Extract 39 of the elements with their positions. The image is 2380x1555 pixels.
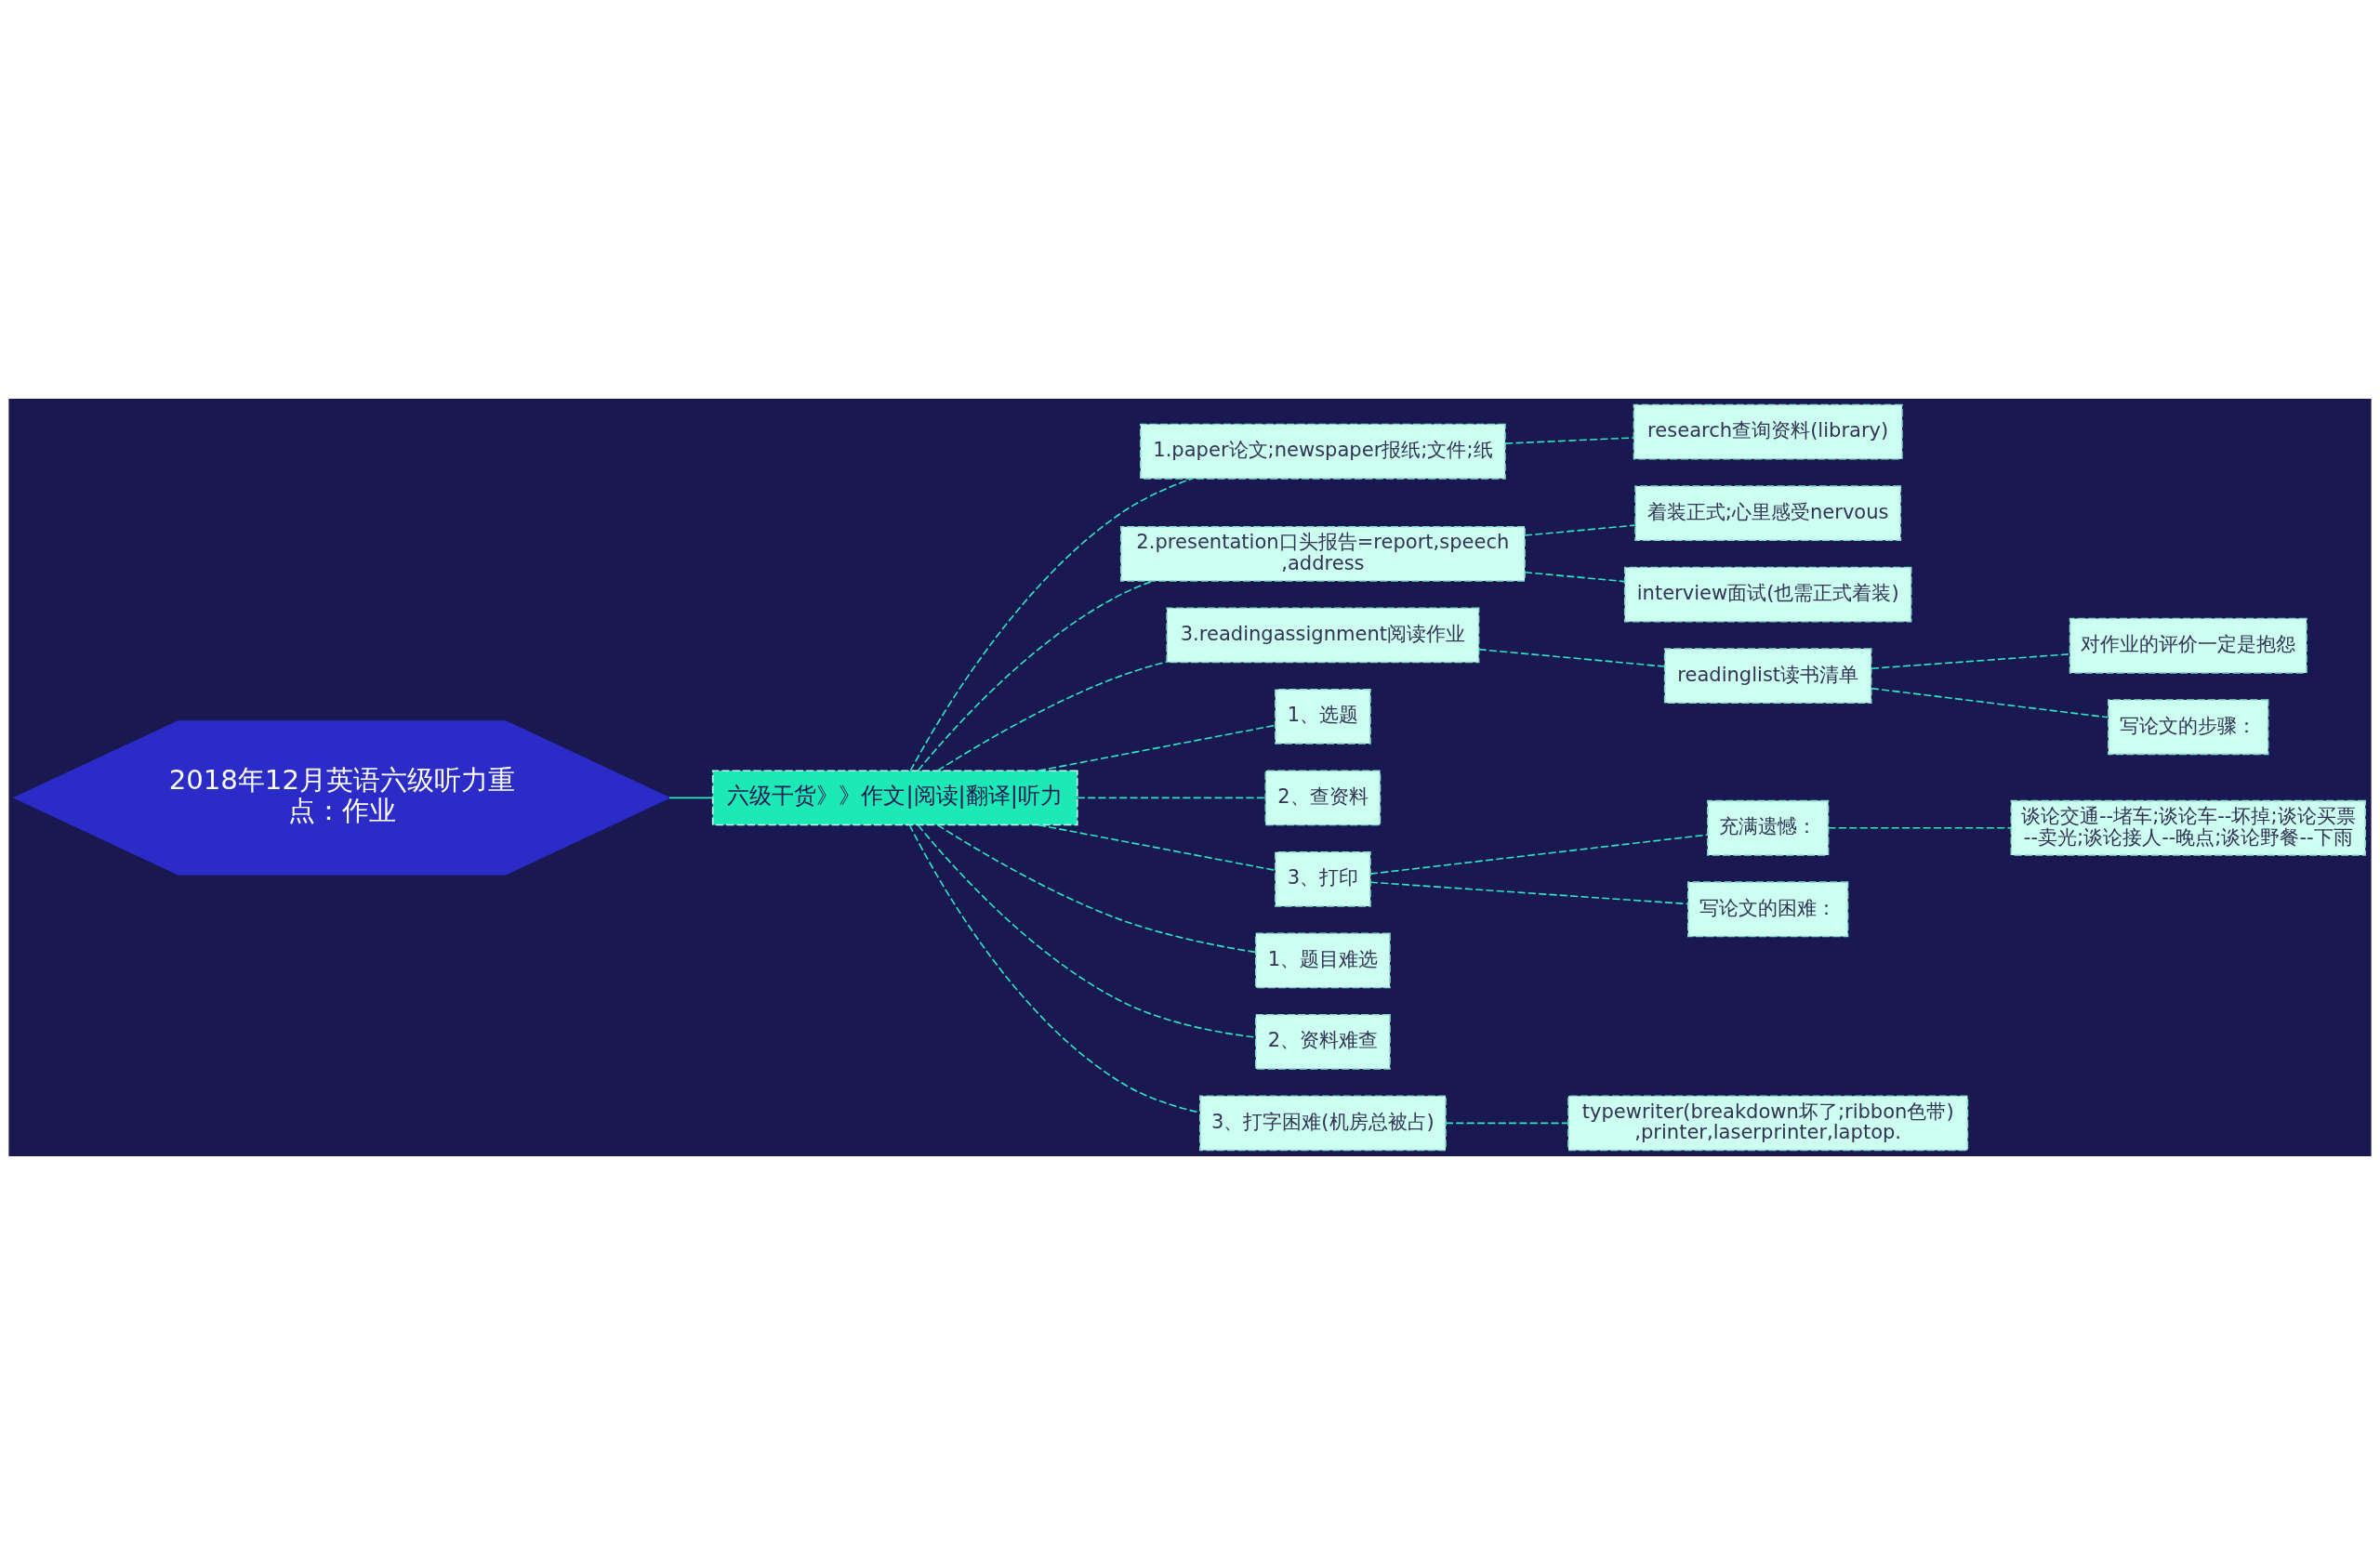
connector [1524, 524, 1636, 536]
connector [1871, 687, 2109, 718]
connector [1478, 648, 1666, 667]
connector [1524, 571, 1625, 583]
node-box: interview面试(也需正式着装) [1623, 566, 1912, 623]
node-box: 对作业的评价一定是抱怨 [2069, 617, 2307, 674]
connector [936, 661, 1168, 771]
node-box: 3、打字困难(机房总被占) [1199, 1095, 1447, 1152]
node-box: 写论文的步骤： [2108, 699, 2269, 756]
node-box: readinglist读书清单 [1663, 648, 1872, 705]
node-box: 六级干货》》作文|阅读|翻译|听力 [711, 770, 1078, 826]
connector [917, 824, 1257, 1038]
node-box: 充满遗憾： [1707, 799, 1830, 856]
node-box: typewriter(breakdown坏了;ribbon色带),printer,laserprinter,laptop. [1567, 1095, 1969, 1152]
connector [1445, 1122, 1569, 1125]
connector [1369, 834, 1709, 875]
connector [1038, 724, 1276, 771]
node-box: 2.presentation口头报告=report,speech,address [1119, 525, 1526, 582]
node-box: 1、选题 [1275, 688, 1371, 745]
node-box: 着装正式;心里感受nervous [1634, 485, 1902, 542]
node-box: 1.paper论文;newspaper报纸;文件;纸 [1140, 423, 1506, 480]
connector [1827, 826, 2012, 829]
connector [1369, 881, 1689, 905]
node-box: 3.readingassignment阅读作业 [1166, 607, 1480, 664]
connector [909, 478, 1194, 771]
connector [1871, 653, 2070, 669]
connector [1077, 797, 1266, 799]
node-box: 3、打印 [1275, 850, 1371, 907]
connector [1504, 437, 1635, 444]
node-box: 写论文的困难： [1687, 881, 1849, 938]
node-box: 1、题目难选 [1255, 932, 1391, 989]
connector [917, 580, 1154, 771]
node-box: 谈论交通--堵车;谈论车--坏掉;谈论买票--卖光;谈论接人--晚点;谈论野餐--下雨 [2010, 799, 2366, 856]
connector [936, 824, 1257, 954]
connector [668, 797, 714, 799]
node-box: 2、查资料 [1264, 770, 1382, 826]
node-box: research查询资料(library) [1633, 403, 1903, 460]
connector [1038, 824, 1276, 872]
node-box: 2、资料难查 [1255, 1013, 1391, 1070]
